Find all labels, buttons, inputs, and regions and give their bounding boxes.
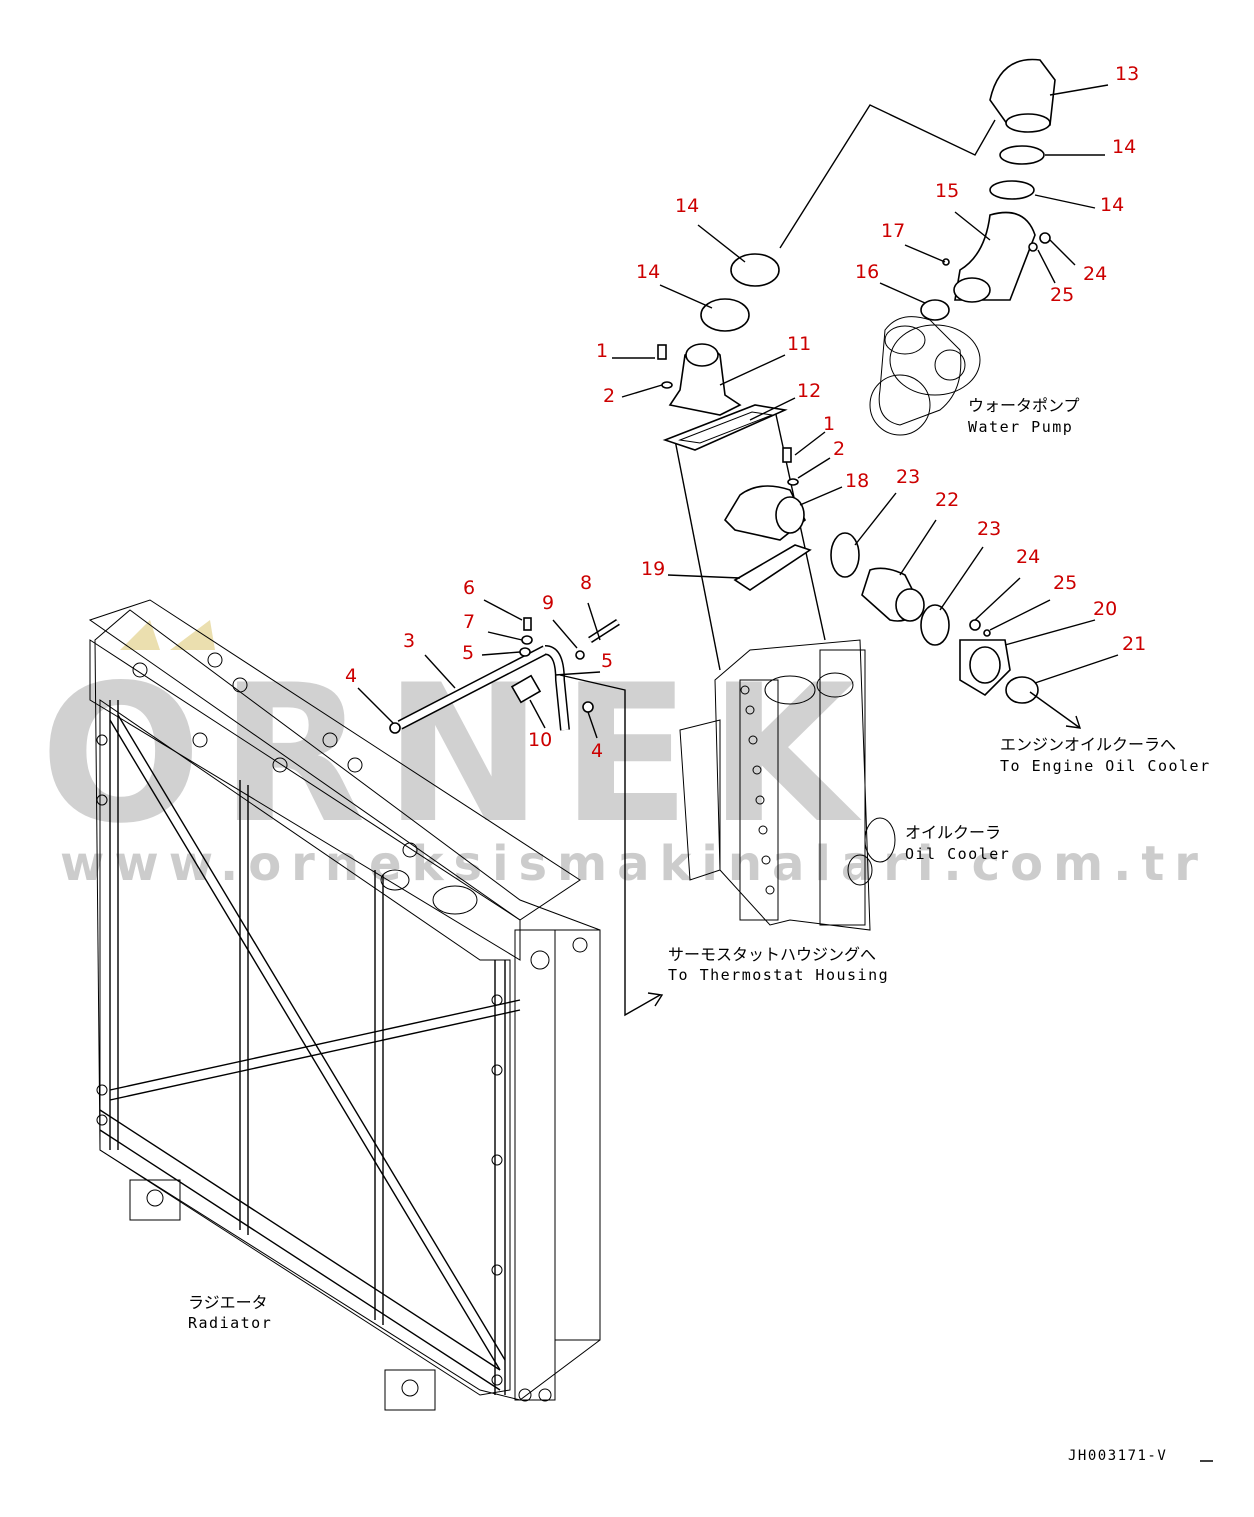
callout-24: 24 (1083, 263, 1107, 285)
water-pump-label-en: Water Pump (968, 418, 1073, 436)
callout-1: 1 (823, 413, 835, 435)
thermostat-label-en: To Thermostat Housing (668, 966, 889, 984)
radiator-label-en: Radiator (188, 1314, 272, 1332)
callout-22: 22 (935, 489, 959, 511)
engine-oil-cooler-label-jp: エンジンオイルクーラへ (1000, 735, 1176, 754)
callout-25: 25 (1050, 284, 1074, 306)
callout-17: 17 (881, 220, 905, 242)
radiator-drawing (88, 599, 601, 1411)
callout-21: 21 (1122, 633, 1146, 655)
watermark-logo: ORNEK (40, 644, 874, 865)
upper-parts (389, 58, 1056, 734)
callout-8: 8 (580, 572, 592, 594)
callout-14: 14 (1100, 194, 1124, 216)
water-pump-drawing (869, 316, 981, 436)
callout-24: 24 (1016, 546, 1040, 568)
callout-3: 3 (403, 630, 415, 652)
oil-cooler-label-en: Oil Cooler (905, 845, 1010, 863)
watermark: ORNEK www.orneksismakinalari.com.tr (40, 620, 1208, 892)
callout-14: 14 (675, 195, 699, 217)
callout-23: 23 (977, 518, 1001, 540)
callout-4: 4 (345, 665, 357, 687)
engine-oil-cooler-label-en: To Engine Oil Cooler (1000, 757, 1211, 775)
reference-code: JH003171-V (1068, 1448, 1167, 1464)
watermark-mark-icon (120, 620, 160, 650)
callout-14: 14 (1112, 136, 1136, 158)
leader-lines (357, 84, 1119, 1017)
oil-cooler-drawing (674, 409, 896, 931)
callout-5: 5 (601, 650, 613, 672)
thermostat-label-jp: サーモスタットハウジングへ (668, 945, 876, 964)
callout-23: 23 (896, 466, 920, 488)
callout-5: 5 (462, 642, 474, 664)
callouts: 13 14 14 15 14 17 24 16 25 14 1 11 2 12 … (345, 63, 1146, 762)
callout-16: 16 (855, 261, 879, 283)
callout-18: 18 (845, 470, 869, 492)
watermark-url: www.orneksismakinalari.com.tr (60, 836, 1208, 892)
callout-6: 6 (463, 577, 475, 599)
callout-11: 11 (787, 333, 811, 355)
callout-1: 1 (596, 340, 608, 362)
callout-25: 25 (1053, 572, 1077, 594)
radiator-label-jp: ラジエータ (188, 1293, 268, 1312)
callout-4: 4 (591, 740, 603, 762)
callout-2: 2 (833, 438, 845, 460)
component-labels: ウォータポンプ Water Pump エンジンオイルクーラへ To Engine… (188, 396, 1211, 1332)
callout-14: 14 (636, 261, 660, 283)
callout-7: 7 (463, 611, 475, 633)
callout-15: 15 (935, 180, 959, 202)
callout-20: 20 (1093, 598, 1117, 620)
callout-13: 13 (1115, 63, 1139, 85)
callout-19: 19 (641, 558, 665, 580)
watermark-mark-icon (170, 620, 215, 650)
callout-12: 12 (797, 380, 821, 402)
callout-2: 2 (603, 385, 615, 407)
oil-cooler-label-jp: オイルクーラ (905, 823, 1001, 842)
water-pump-label-jp: ウォータポンプ (968, 396, 1080, 415)
callout-9: 9 (542, 592, 554, 614)
callout-10: 10 (528, 729, 552, 751)
